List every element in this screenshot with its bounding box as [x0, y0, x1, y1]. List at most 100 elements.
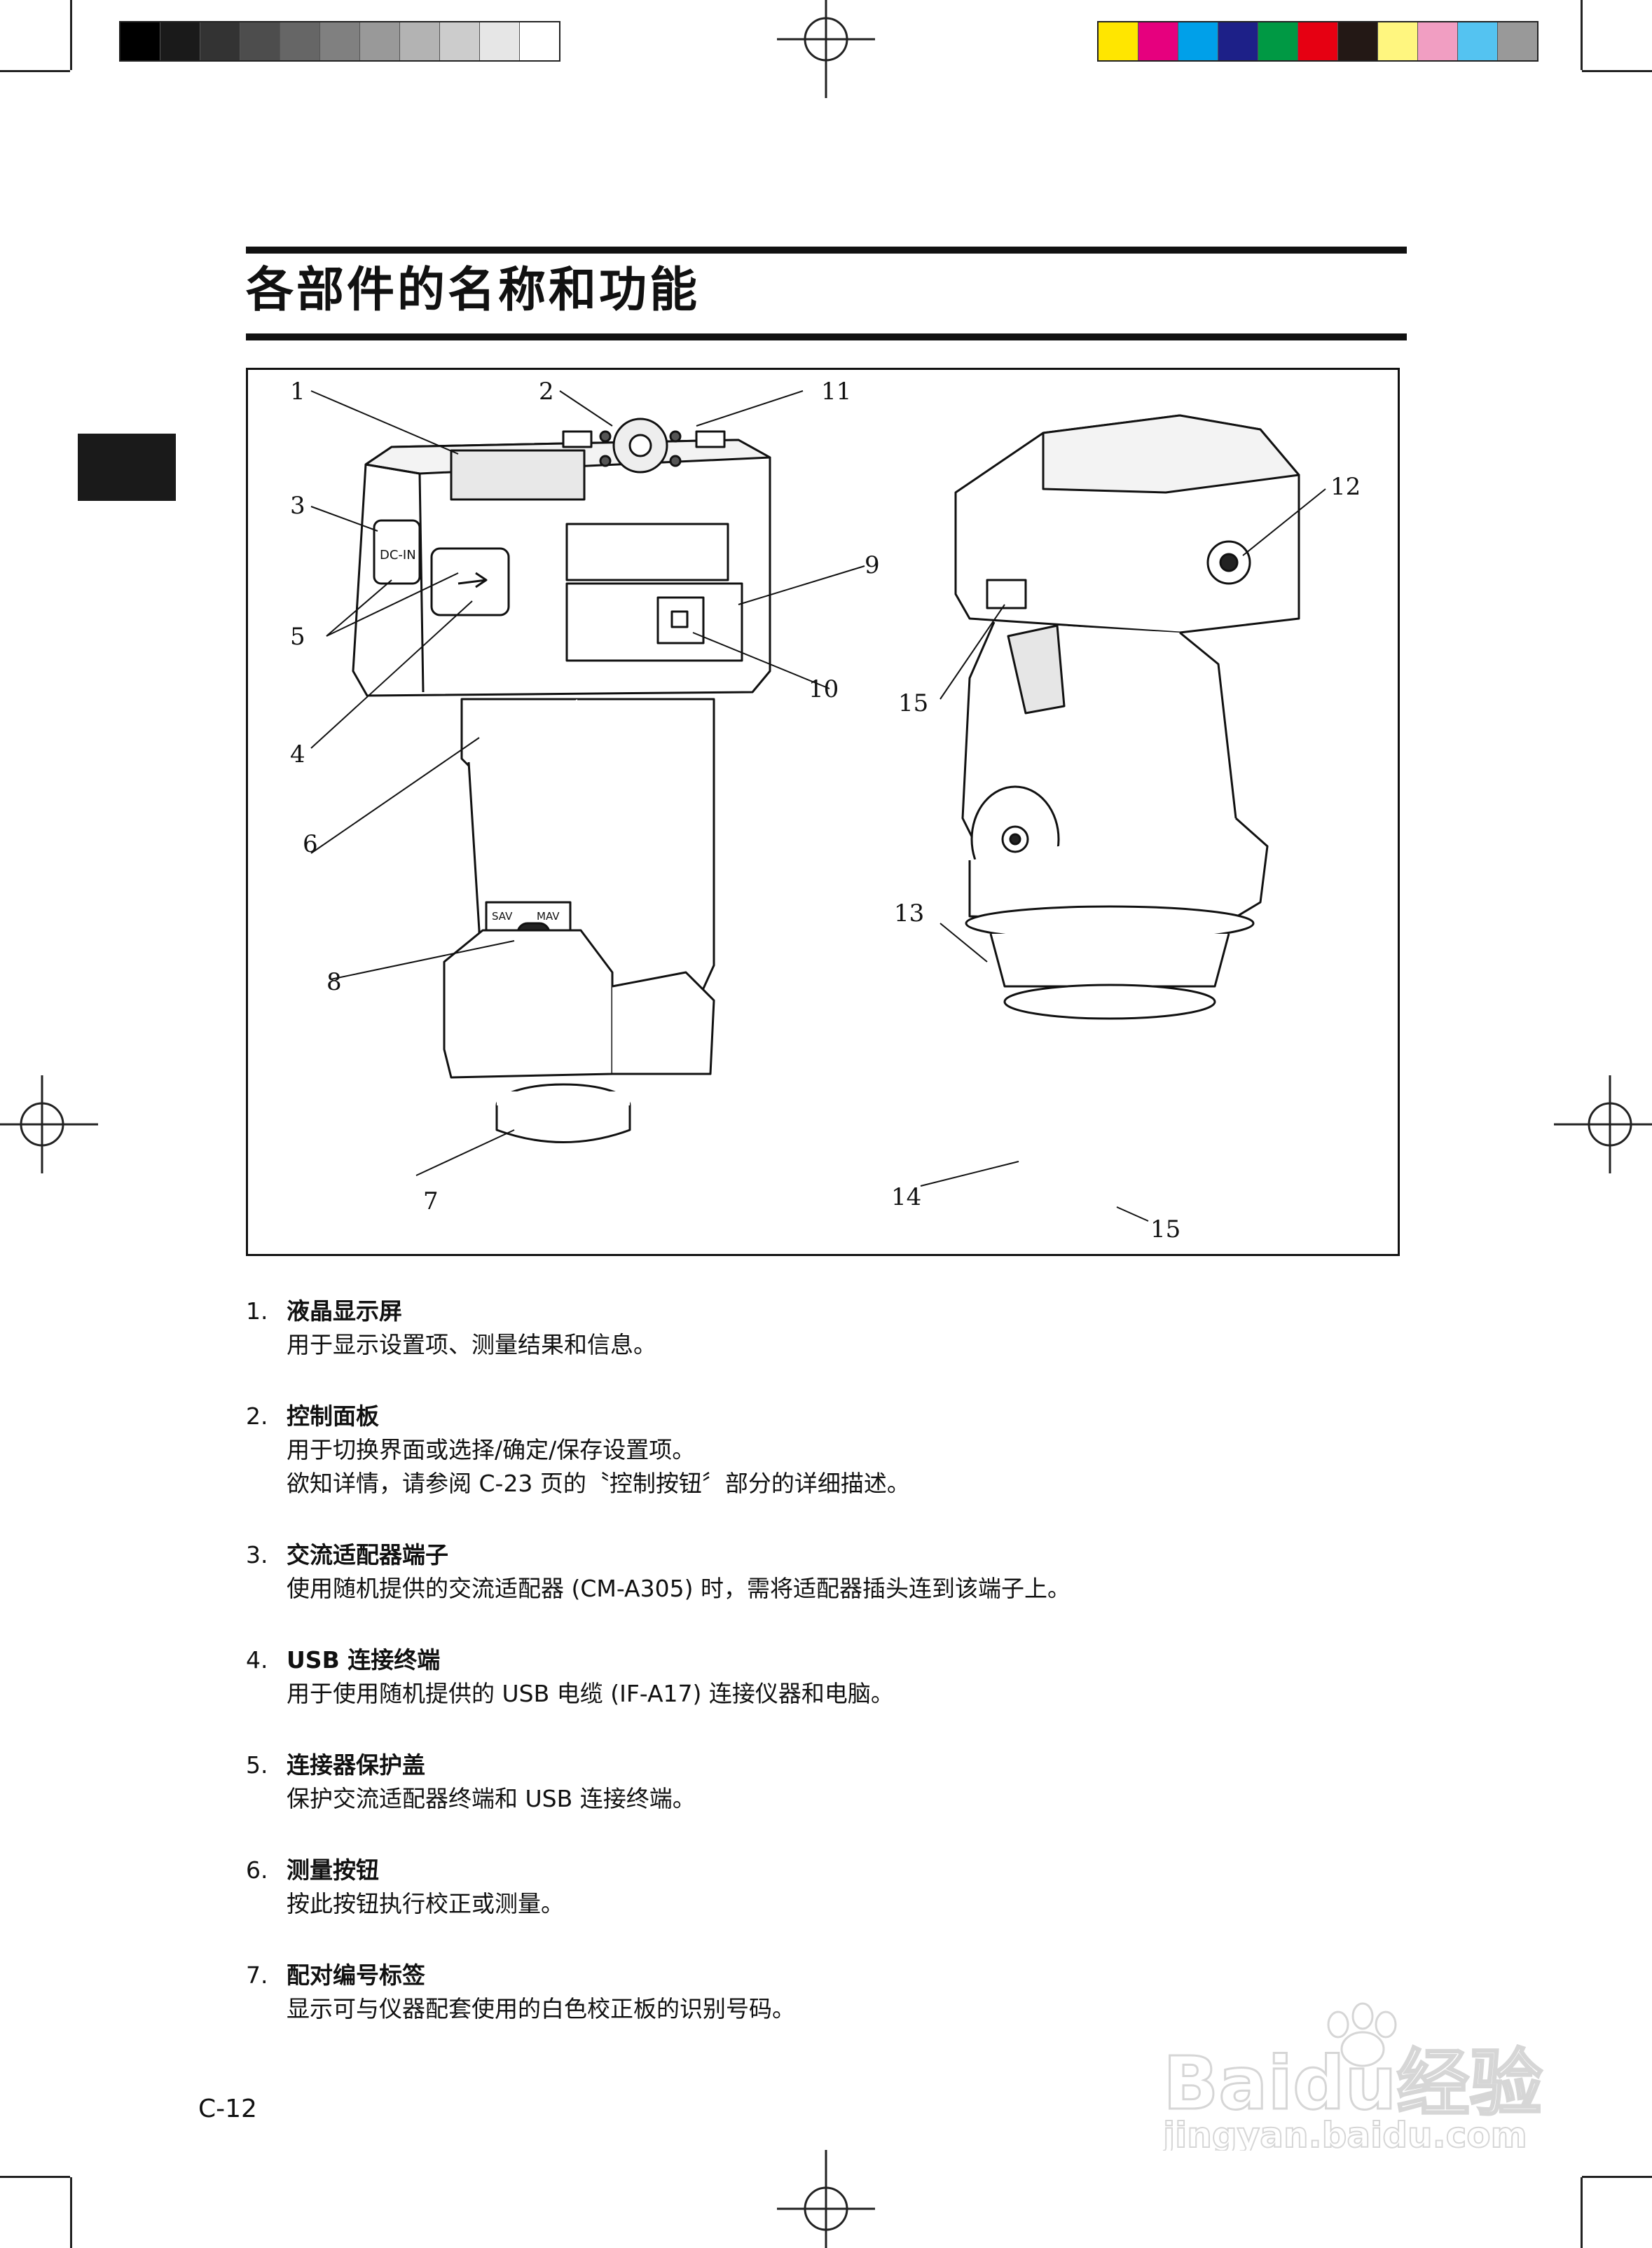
device-diagram: DC-IN SAV MAV [246, 368, 1400, 1256]
color-swatch [1099, 22, 1138, 60]
callout-7: 7 [423, 1187, 439, 1215]
registration-mark [777, 0, 875, 98]
crop-mark [0, 70, 70, 72]
callout-8: 8 [326, 968, 342, 996]
part-item: 2.控制面板用于切换界面或选择/确定/保存设置项。欲知详情，请参阅 C-23 页… [246, 1400, 1367, 1501]
registration-mark [0, 1075, 98, 1173]
color-swatch [1178, 22, 1218, 60]
title-bottom-rule [246, 333, 1407, 340]
part-item: 5.连接器保护盖保护交流适配器终端和 USB 连接终端。 [246, 1749, 1367, 1816]
part-item: 7. 配对编号标签显示可与仪器配套使用的白色校正板的识别号码。 [246, 1959, 1367, 2026]
part-description: 使用随机提供的交流适配器 (CM-A305) 时，需将适配器插头连到该端子上。 [287, 1575, 1071, 1602]
part-name: USB 连接终端 [287, 1646, 441, 1674]
part-heading: 6. 测量按钮 [246, 1854, 1367, 1887]
part-heading: 4.USB 连接终端 [246, 1643, 1367, 1677]
color-swatch [1258, 22, 1298, 60]
color-swatch [1218, 22, 1258, 60]
usb-symbol [457, 572, 488, 588]
color-swatch [200, 22, 240, 60]
callout-14: 14 [891, 1183, 921, 1211]
rear-base [968, 817, 1269, 925]
part-number: 2. [246, 1402, 268, 1430]
registration-mark [1554, 1075, 1652, 1173]
part-heading: 2.控制面板 [246, 1400, 1367, 1433]
callout-10: 10 [808, 675, 839, 703]
title-top-rule [246, 247, 1407, 254]
color-swatch [1458, 22, 1498, 60]
callout-6: 6 [303, 830, 318, 858]
watermark-brand: Baidu经验 [1163, 2041, 1543, 2126]
side-panel-upper [565, 523, 729, 581]
crop-mark [1582, 2176, 1652, 2178]
color-swatch [280, 22, 320, 60]
switch-label-mav: MAV [537, 910, 560, 923]
front-base [443, 929, 614, 1079]
callout-15-lower: 15 [1150, 1215, 1181, 1243]
parts-list: 1. 液晶显示屏用于显示设置项、测量结果和信息。 2.控制面板用于切换界面或选择/确… [246, 1295, 1367, 2064]
callout-3: 3 [290, 492, 305, 520]
callout-5: 5 [290, 623, 305, 651]
color-swatch [121, 22, 160, 60]
crop-mark [70, 2177, 72, 2248]
part-heading: 5. 连接器保护盖 [246, 1749, 1367, 1782]
part-item: 6. 测量按钮按此按钮执行校正或测量。 [246, 1854, 1367, 1921]
part-heading: 7. 配对编号标签 [246, 1959, 1367, 1992]
callout-4: 4 [290, 740, 305, 768]
color-swatch [1338, 22, 1378, 60]
baidu-watermark: Baidu经验 jingyan.baidu.com [1163, 2002, 1543, 2151]
page-number: C-12 [198, 2095, 257, 2123]
callout-12: 12 [1330, 473, 1361, 501]
page-title: 各部件的名称和功能 [246, 263, 701, 318]
device-illustration: DC-IN SAV MAV [290, 378, 1361, 1243]
chapter-tab [78, 434, 176, 501]
part-description: 显示可与仪器配套使用的白色校正板的识别号码。 [287, 1995, 795, 2022]
callout-15-upper: 15 [898, 689, 928, 717]
callout-2: 2 [539, 378, 554, 406]
callout-9: 9 [865, 551, 880, 579]
dc-in-mark: DC-IN [380, 548, 416, 563]
color-swatch [480, 22, 520, 60]
part-description: 欲知详情，请参阅 C-23 页的〝控制按钮〞部分的详细描述。 [287, 1470, 910, 1497]
part-number: 5. [246, 1751, 268, 1779]
color-swatch [1498, 22, 1537, 60]
color-swatch [440, 22, 480, 60]
part-description: 用于切换界面或选择/确定/保存设置项。 [287, 1436, 696, 1463]
part-name: 配对编号标签 [287, 1961, 425, 1989]
color-swatch [400, 22, 440, 60]
crop-mark [0, 2176, 70, 2178]
strap-holder [986, 579, 1027, 609]
lcd-screen-drawing [450, 449, 586, 501]
color-swatch [160, 22, 200, 60]
crop-mark [1581, 0, 1583, 70]
crop-mark [1581, 2177, 1583, 2248]
part-description: 用于显示设置项、测量结果和信息。 [287, 1331, 656, 1358]
control-panel-drawing [562, 418, 726, 474]
color-swatch [520, 22, 559, 60]
grayscale-calibration-bar [119, 21, 560, 62]
callouts: 1 2 11 3 5 4 6 9 10 8 7 12 15 13 14 15 [290, 378, 1361, 1243]
part-heading: 1. 液晶显示屏 [246, 1295, 1367, 1328]
part-item: 3. 交流适配器端子使用随机提供的交流适配器 (CM-A305) 时，需将适配器插… [246, 1538, 1367, 1606]
crop-mark [70, 0, 72, 70]
part-heading: 3. 交流适配器端子 [246, 1538, 1367, 1572]
color-swatch [1418, 22, 1458, 60]
part-description: 按此按钮执行校正或测量。 [287, 1890, 564, 1917]
part-name: 交流适配器端子 [287, 1541, 448, 1568]
part-name: 连接器保护盖 [287, 1751, 425, 1779]
part-number: 6. [246, 1856, 268, 1884]
part-name: 液晶显示屏 [287, 1297, 402, 1325]
switch-label-sav: SAV [492, 910, 513, 923]
part-number: 3. [246, 1541, 268, 1568]
part-number: 1. [246, 1297, 268, 1325]
part-item: 1. 液晶显示屏用于显示设置项、测量结果和信息。 [246, 1295, 1367, 1362]
leader-lines [310, 390, 1326, 1222]
color-swatch [1298, 22, 1338, 60]
callout-13: 13 [894, 899, 924, 928]
part-number: 7. [246, 1961, 268, 1989]
callout-11: 11 [821, 378, 851, 406]
part-name: 测量按钮 [287, 1856, 379, 1884]
sensor-port [656, 596, 705, 644]
part-item: 4.USB 连接终端用于使用随机提供的 USB 电缆 (IF-A17) 连接仪器… [246, 1643, 1367, 1711]
registration-mark [777, 2150, 875, 2248]
